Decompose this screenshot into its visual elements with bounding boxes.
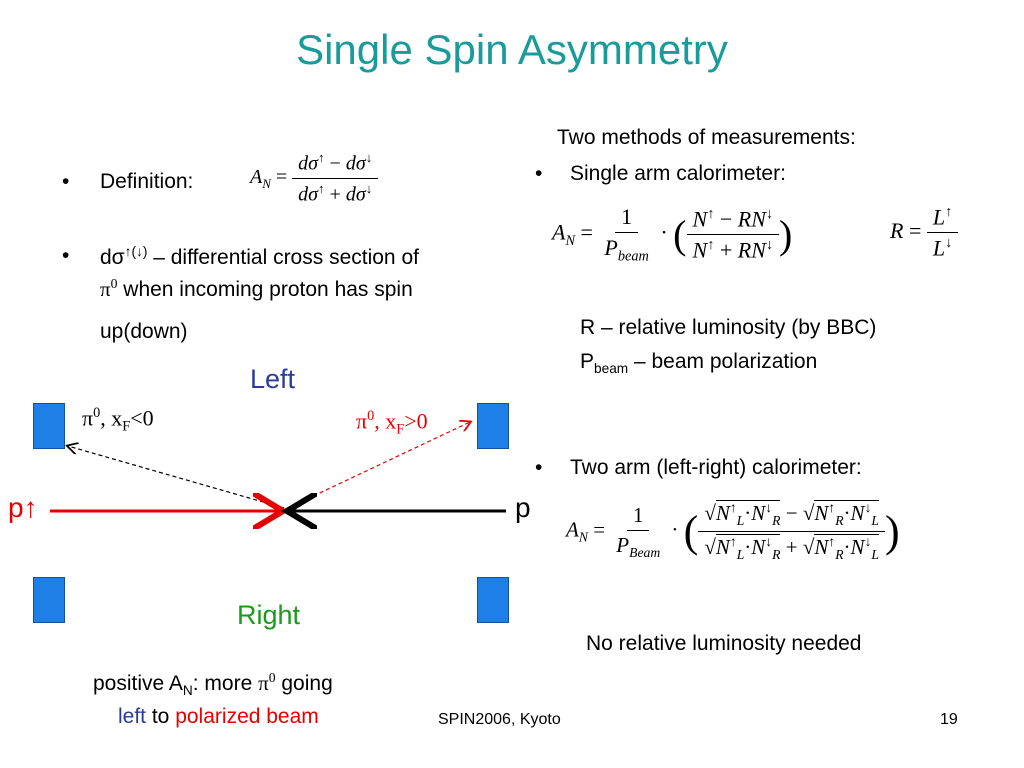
dsigma-definition-line2: π0 when incoming proton has spin (100, 276, 413, 301)
detector-bottom-left (33, 577, 65, 623)
definition-label: Definition: (100, 170, 194, 193)
definition-equation: AN = dσ↑ − dσ↓ dσ↑ + dσ↓ (250, 150, 379, 206)
beam-polarization-note: Pbeam – beam polarization (580, 350, 818, 377)
relative-luminosity-equation: R = L↑ L↓ (890, 204, 959, 262)
bullet-dot: • (62, 244, 70, 267)
pi0-negative-label: π0, xF<0 (82, 405, 154, 435)
conclusion-line1: positive AN: more π0 going (93, 670, 333, 699)
detector-bottom-right (477, 577, 509, 623)
dsigma-definition-line3: up(down) (100, 320, 188, 343)
methods-heading: Two methods of measurements: (557, 126, 856, 149)
slide-title: Single Spin Asymmetry (296, 26, 728, 73)
bullet-dot: • (62, 170, 70, 193)
detector-top-right (477, 403, 509, 449)
conclusion-line2: left to polarized beam (118, 705, 319, 728)
bullet-dot: • (535, 456, 543, 479)
two-arm-label: Two arm (left-right) calorimeter: (570, 456, 862, 479)
relative-luminosity-note: R – relative luminosity (by BBC) (580, 316, 877, 339)
proton-label: p (515, 492, 531, 523)
right-label: Right (237, 600, 301, 630)
pi0-positive-label: π0, xF>0 (356, 408, 428, 438)
pi0-positive-trajectory (287, 422, 470, 509)
footer-conference: SPIN2006, Kyoto (438, 711, 561, 728)
polarized-proton-label: p↑ (8, 492, 38, 523)
bullet-dot: • (535, 162, 543, 185)
page-number: 19 (940, 711, 958, 728)
pi0-negative-trajectory (68, 446, 285, 509)
no-luminosity-note: No relative luminosity needed (586, 632, 862, 655)
two-arm-equation: AN = 1 PBeam · ( √N↑L·N↓R − √N↑R·N↓L √N↑… (566, 500, 900, 563)
single-arm-label: Single arm calorimeter: (570, 162, 786, 185)
single-arm-equation: AN = 1 Pbeam · ( N↑ − RN↓ N↑ + RN↓ ) (552, 204, 793, 265)
dsigma-definition: dσ↑(↓) – differential cross section of (100, 244, 419, 269)
detector-top-left (33, 403, 65, 449)
left-label: Left (250, 364, 296, 394)
